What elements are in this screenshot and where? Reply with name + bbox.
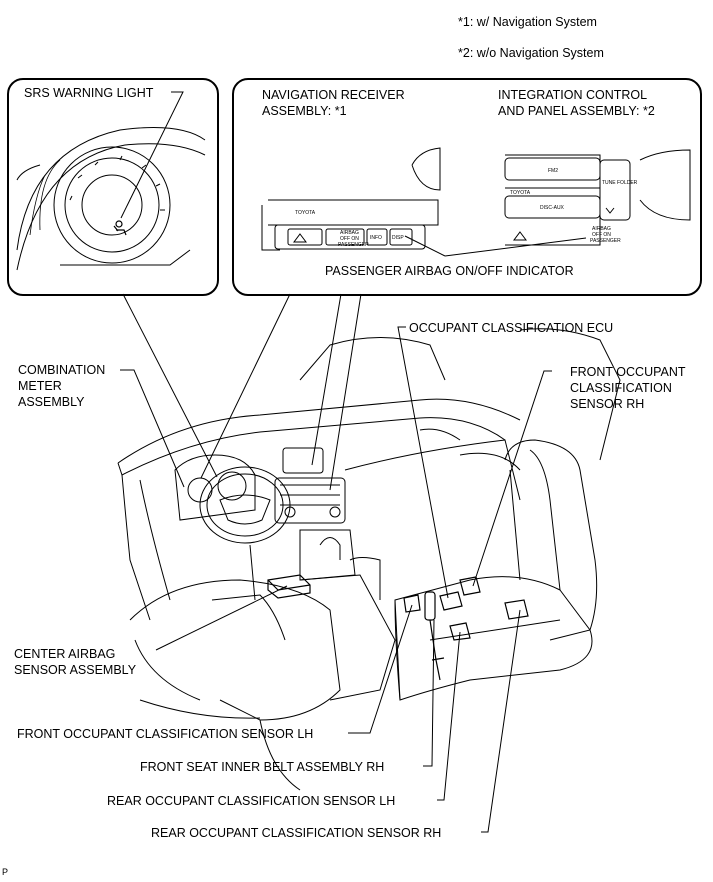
front-occupant-sensor-rh-illustration — [459, 576, 481, 596]
panel2-airbag-mark: AIRBAG — [592, 226, 611, 232]
integration-panel-illustration — [504, 149, 691, 246]
rear-occupant-sensor-rh-label: REAR OCCUPANT CLASSIFICATION SENSOR RH — [151, 826, 442, 840]
front-occupant-sensor-rh-label-line3: SENSOR RH — [570, 397, 645, 411]
panel-passenger-mark: PASSENGER — [338, 242, 369, 248]
panel2-tune-folder-key: TUNE FOLDER — [602, 180, 638, 186]
integration-panel-label-line1: INTEGRATION CONTROL — [498, 88, 648, 102]
front-occupant-sensor-rh-label: FRONT OCCUPANT CLASSIFICATION SENSOR RH — [570, 364, 686, 412]
rear-occupant-sensor-lh-illustration — [449, 622, 471, 641]
rear-occupant-sensor-lh-label: REAR OCCUPANT CLASSIFICATION SENSOR LH — [107, 794, 396, 808]
panel-airbag-mark: AIRBAG — [340, 230, 359, 236]
navigation-receiver-label-line1: NAVIGATION RECEIVER — [262, 88, 405, 102]
srs-warning-light-inset — [7, 78, 219, 296]
integration-panel-label: INTEGRATION CONTROL AND PANEL ASSEMBLY: … — [498, 87, 655, 119]
navigation-receiver-label: NAVIGATION RECEIVER ASSEMBLY: *1 — [262, 87, 405, 119]
panel2-disc-aux-key: DISC-AUX — [540, 205, 565, 211]
srs-warning-light-label: SRS WARNING LIGHT — [24, 86, 154, 100]
combination-meter-label-line2: METER — [18, 379, 62, 393]
leader-lines — [120, 91, 587, 833]
panel-info-key: INFO — [370, 235, 382, 241]
panel2-brand-mark: TOYOTA — [510, 190, 531, 196]
occupant-ecu-illustration — [439, 591, 463, 611]
occupant-classification-ecu-label: OCCUPANT CLASSIFICATION ECU — [409, 321, 614, 335]
note-no-navigation: *2: w/o Navigation System — [458, 46, 604, 60]
front-occupant-sensor-rh-label-line1: FRONT OCCUPANT — [570, 365, 686, 379]
panel-disp-key: DISP — [392, 235, 404, 241]
front-occupant-sensor-lh-label: FRONT OCCUPANT CLASSIFICATION SENSOR LH — [17, 727, 314, 741]
front-seat-inner-belt-label: FRONT SEAT INNER BELT ASSEMBLY RH — [140, 760, 385, 774]
note-navigation: *1: w/ Navigation System — [458, 15, 597, 29]
center-airbag-sensor-label-line2: SENSOR ASSEMBLY — [14, 663, 137, 677]
panel2-off-on-mark: OFF ON — [592, 232, 611, 238]
front-occupant-sensor-lh-illustration — [403, 594, 421, 613]
passenger-airbag-indicator-label: PASSENGER AIRBAG ON/OFF INDICATOR — [325, 264, 574, 278]
panel2-fm2-key: FM2 — [548, 168, 558, 174]
rear-occupant-sensor-rh-illustration — [504, 599, 529, 620]
passenger-indicator-inset — [232, 78, 702, 296]
corner-mark: P — [2, 867, 9, 877]
navigation-receiver-panel — [261, 147, 441, 251]
front-seat-inner-belt-illustration — [424, 591, 445, 681]
panel-brand-mark: TOYOTA — [295, 210, 316, 216]
integration-panel-label-line2: AND PANEL ASSEMBLY: *2 — [498, 104, 655, 118]
front-occupant-sensor-rh-label-line2: CLASSIFICATION — [570, 381, 672, 395]
combination-meter-label-line1: COMBINATION — [18, 363, 106, 377]
navigation-receiver-label-line2: ASSEMBLY: *1 — [262, 104, 347, 118]
center-airbag-sensor-label-line1: CENTER AIRBAG — [14, 647, 116, 661]
combination-meter-label-line3: ASSEMBLY — [18, 395, 85, 409]
panel-off-on-mark: OFF ON — [340, 236, 359, 242]
combination-meter-illustration — [16, 127, 206, 271]
srs-warning-light-icon — [113, 220, 127, 236]
combination-meter-label: COMBINATION METER ASSEMBLY — [18, 362, 105, 410]
panel2-passenger-mark: PASSENGER — [590, 238, 621, 244]
center-airbag-sensor-illustration — [267, 574, 311, 599]
center-airbag-sensor-label: CENTER AIRBAG SENSOR ASSEMBLY — [14, 646, 136, 678]
vehicle-interior-outline — [117, 328, 621, 791]
